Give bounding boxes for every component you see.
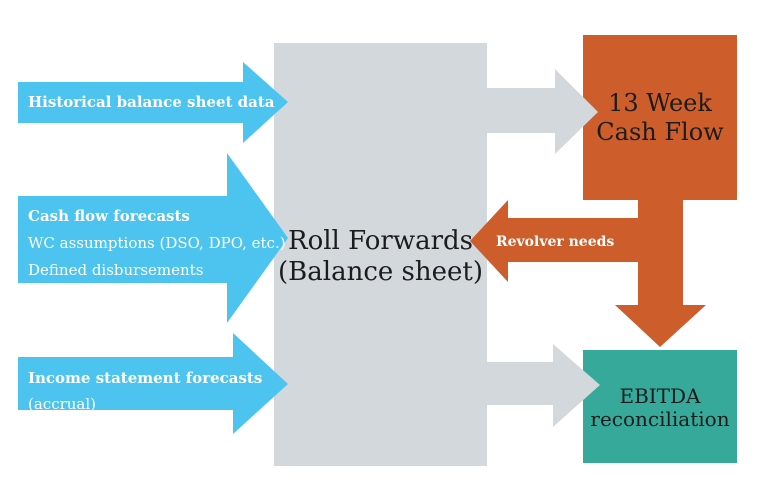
input-arrow-income-statement [18,333,288,434]
roll-forwards-box [274,43,487,466]
ebitda-box-label: EBITDA reconciliation [583,385,737,431]
income-statement-title: Income statement forecasts [28,369,263,387]
down-arrow-cash-flow-to-ebitda [615,200,706,347]
input-arrow-cash-flow-forecasts [18,153,288,323]
cash-flow-forecasts-label: Cash flow forecasts WC assumptions (DSO,… [28,203,286,284]
input-arrow-historical [18,62,288,143]
ebitda-reconciliation-box [583,350,737,463]
revolver-needs-arrow [470,200,648,282]
income-statement-label: Income statement forecasts (accrual) [28,365,262,417]
roll-forwards-label: Roll Forwards (Balance sheet) [274,226,487,288]
cash-flow-line2: Cash Flow [596,118,724,146]
historical-balance-label: Historical balance sheet data [28,93,275,111]
cash-flow-forecasts-title: Cash flow forecasts [28,207,190,225]
accrual-line: (accrual) [28,395,97,413]
roll-forwards-line2: (Balance sheet) [278,257,483,287]
ebitda-line2: reconciliation [590,407,730,431]
revolver-needs-label: Revolver needs [496,234,615,250]
roll-forwards-line1: Roll Forwards [288,226,473,256]
ebitda-line1: EBITDA [619,384,701,408]
flow-arrow-to-cash-flow [487,69,598,154]
cash-flow-box-label: 13 Week Cash Flow [583,89,737,147]
defined-disbursements-line: Defined disbursements [28,261,204,279]
cash-flow-line1: 13 Week [608,89,712,117]
flow-arrow-to-ebitda [487,344,600,427]
thirteen-week-cash-flow-box [583,35,737,200]
wc-assumptions-line: WC assumptions (DSO, DPO, etc.) [28,234,286,252]
